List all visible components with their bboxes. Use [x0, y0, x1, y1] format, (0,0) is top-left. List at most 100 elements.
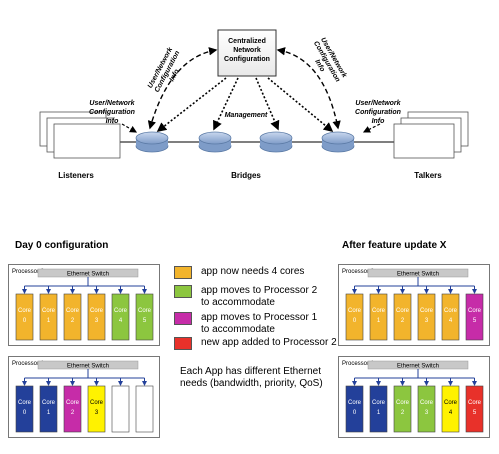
controller-label-line2: Network [233, 47, 261, 54]
core-box [345, 385, 364, 433]
core-number: 1 [47, 318, 51, 324]
legend-swatch [174, 312, 192, 325]
core-number: 5 [143, 318, 147, 324]
centralized-controller: Centralized Network Configuration [217, 29, 277, 77]
mgmt-line-3 [255, 77, 280, 131]
core-box [87, 293, 106, 341]
core-number: 2 [71, 410, 75, 416]
core-box [63, 293, 82, 341]
processor-label: Processor 1 [12, 361, 45, 367]
core-number: 4 [449, 318, 453, 324]
core-box [345, 293, 364, 341]
core-number: 1 [377, 410, 381, 416]
core-box [393, 293, 412, 341]
processor-label: Processor 1 [342, 361, 375, 367]
core-box [111, 385, 130, 433]
core-box [417, 293, 436, 341]
core-label: Core [90, 400, 104, 406]
core-number: 4 [449, 410, 453, 416]
bridge-4 [321, 131, 355, 153]
core-label: Core [90, 308, 104, 314]
core-box [15, 385, 34, 433]
legend-text: new app added to Processor 2 [201, 337, 337, 348]
core-label: Core [114, 308, 128, 314]
core-label: Core [42, 308, 56, 314]
ethernet-switch-label: Ethernet Switch [397, 272, 439, 278]
listeners-label: Listeners [58, 171, 94, 180]
core-number: 0 [23, 318, 27, 324]
legend-swatch [174, 337, 192, 350]
core-label: Core [372, 308, 386, 314]
left-side-label-1: User/Network [89, 100, 135, 107]
talkers-label: Talkers [414, 171, 442, 180]
processor-frame [338, 356, 490, 438]
bridges-label: Bridges [231, 171, 261, 180]
core-box [417, 385, 436, 433]
listeners-icon [39, 111, 121, 159]
legend-text: app moves to Processor 1 to accommodate [201, 312, 318, 335]
core-label: Core [396, 400, 410, 406]
core-label: Core [468, 400, 482, 406]
legend-swatch [174, 285, 192, 298]
core-number: 5 [473, 318, 477, 324]
core-box [15, 293, 34, 341]
core-label: Core [348, 308, 362, 314]
processor-frame [8, 264, 160, 346]
mgmt-line-4 [267, 77, 334, 133]
legend-text: app now needs 4 cores [201, 266, 305, 277]
core-number: 4 [119, 318, 123, 324]
core-label: Core [372, 400, 386, 406]
right-side-label-3: Info [372, 118, 386, 125]
core-box [393, 385, 412, 433]
bridge-3 [259, 131, 293, 153]
core-box [465, 293, 484, 341]
core-box [135, 293, 154, 341]
core-number: 3 [425, 318, 429, 324]
legend-text: app moves to Processor 2 to accommodate [201, 285, 318, 308]
after-update-title: After feature update X [342, 240, 447, 251]
ethernet-needs-note: Each App has different Ethernet needs (b… [180, 366, 323, 389]
talker-to-bridge-arrow [362, 123, 381, 133]
core-box [441, 385, 460, 433]
day0-title: Day 0 configuration [15, 240, 109, 251]
core-number: 1 [377, 318, 381, 324]
core-number: 0 [23, 410, 27, 416]
network-diagram: Centralized Network Configuration User/N… [39, 29, 469, 180]
core-number: 1 [47, 410, 51, 416]
processor-label: Processor 0 [342, 269, 375, 275]
core-label: Core [444, 400, 458, 406]
management-label: Management [225, 112, 268, 119]
right-side-label-1: User/Network [355, 100, 401, 107]
controller-label-line3: Configuration [224, 56, 270, 63]
left-side-label-2: Configuration [89, 109, 135, 116]
ethernet-switch-label: Ethernet Switch [67, 272, 109, 278]
core-label: Core [18, 400, 32, 406]
core-label: Core [396, 308, 410, 314]
core-box [63, 385, 82, 433]
core-box [87, 385, 106, 433]
processor-frame [8, 356, 160, 438]
left-side-label-3: Info [106, 118, 120, 125]
controller-label-line1: Centralized [228, 38, 266, 45]
core-number: 3 [425, 410, 429, 416]
core-label: Core [444, 308, 458, 314]
core-label: Core [420, 308, 434, 314]
core-number: 3 [95, 410, 99, 416]
core-box [39, 385, 58, 433]
core-box [441, 293, 460, 341]
core-box [369, 293, 388, 341]
core-label: Core [18, 308, 32, 314]
core-label: Core [138, 308, 152, 314]
processor-label: Processor 0 [12, 269, 45, 275]
mgmt-line-2 [213, 77, 239, 131]
bridge-2 [198, 131, 232, 153]
talkers-icon [393, 111, 469, 159]
processor-frame [338, 264, 490, 346]
core-label: Core [66, 308, 80, 314]
core-box [465, 385, 484, 433]
core-number: 2 [401, 410, 405, 416]
bridge-1 [135, 131, 169, 153]
